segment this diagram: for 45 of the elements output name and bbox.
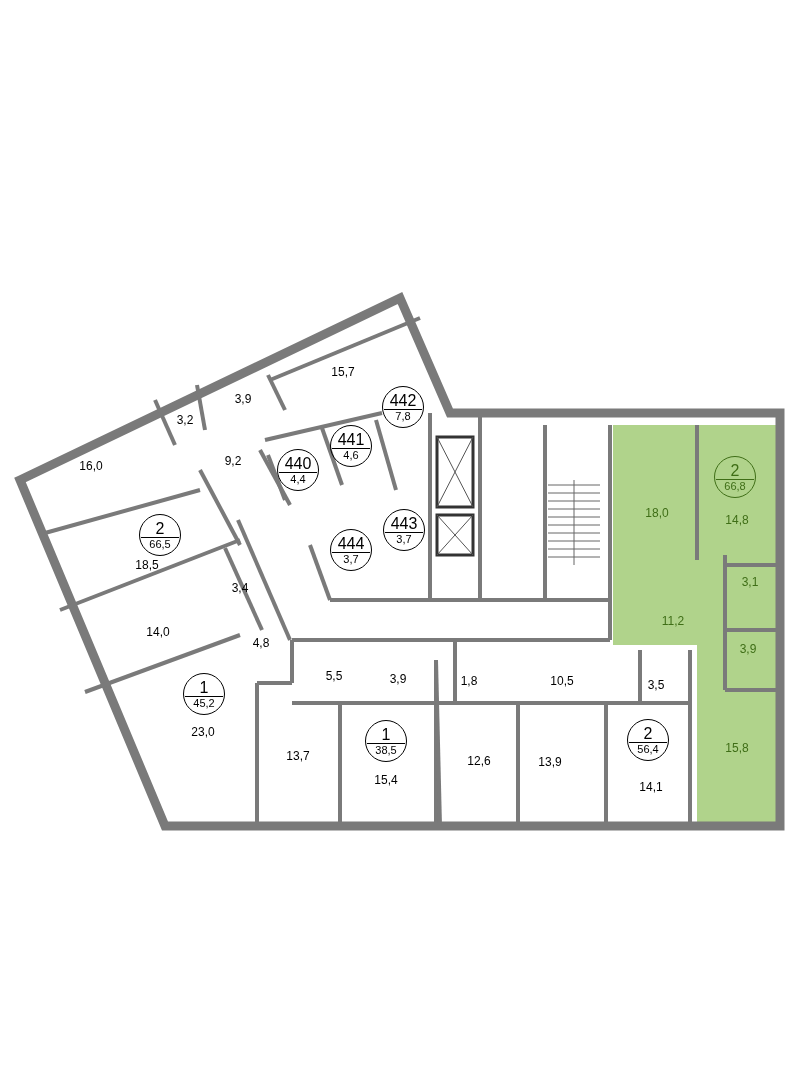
apartment-rooms: 440 xyxy=(284,454,312,472)
room-area: 13,9 xyxy=(538,755,562,769)
apartment-rooms: 1 xyxy=(199,678,209,696)
room-area: 14,0 xyxy=(146,625,170,639)
room-area: 3,9 xyxy=(389,672,407,686)
room-area: 1,8 xyxy=(460,674,478,688)
apartment-rooms: 444 xyxy=(337,534,365,552)
room-area: 14,8 xyxy=(725,513,749,527)
apartment-area: 56,4 xyxy=(637,742,659,756)
room-area: 15,7 xyxy=(331,365,355,379)
apartment-rooms: 1 xyxy=(381,725,391,743)
room-area: 12,6 xyxy=(467,754,491,768)
apartment-area: 4,6 xyxy=(343,448,359,462)
apartment-rooms: 2 xyxy=(643,724,653,742)
room-area: 9,2 xyxy=(224,454,242,468)
room-area: 13,7 xyxy=(286,749,310,763)
room-area: 16,0 xyxy=(79,459,103,473)
room-area: 11,2 xyxy=(661,614,685,628)
apartment-area: 45,2 xyxy=(193,696,215,710)
room-area: 3,2 xyxy=(176,413,194,427)
room-area: 3,4 xyxy=(231,581,249,595)
apartment-rooms: 442 xyxy=(389,391,417,409)
room-area: 14,1 xyxy=(639,780,663,794)
apartment-rooms: 443 xyxy=(390,514,418,532)
room-area: 15,8 xyxy=(725,741,749,755)
apartment-area: 3,7 xyxy=(343,552,359,566)
apartment-rooms: 2 xyxy=(730,461,740,479)
apartment-area: 66,8 xyxy=(724,479,746,493)
room-area: 10,5 xyxy=(550,674,574,688)
room-area: 3,1 xyxy=(741,575,759,589)
room-area: 15,4 xyxy=(374,773,398,787)
apartment-area: 3,7 xyxy=(396,532,412,546)
room-area: 18,0 xyxy=(645,506,669,520)
room-area: 3,9 xyxy=(234,392,252,406)
apartment-area: 66,5 xyxy=(149,537,171,551)
apartment-area: 7,8 xyxy=(395,409,411,423)
apartment-rooms: 2 xyxy=(155,519,165,537)
room-area: 3,5 xyxy=(647,678,665,692)
apartment-area: 4,4 xyxy=(290,472,306,486)
apartment-area: 38,5 xyxy=(375,743,397,757)
apartment-rooms: 441 xyxy=(337,430,365,448)
room-area: 4,8 xyxy=(252,636,270,650)
room-area: 3,9 xyxy=(739,642,757,656)
room-area: 5,5 xyxy=(325,669,343,683)
room-area: 23,0 xyxy=(191,725,215,739)
